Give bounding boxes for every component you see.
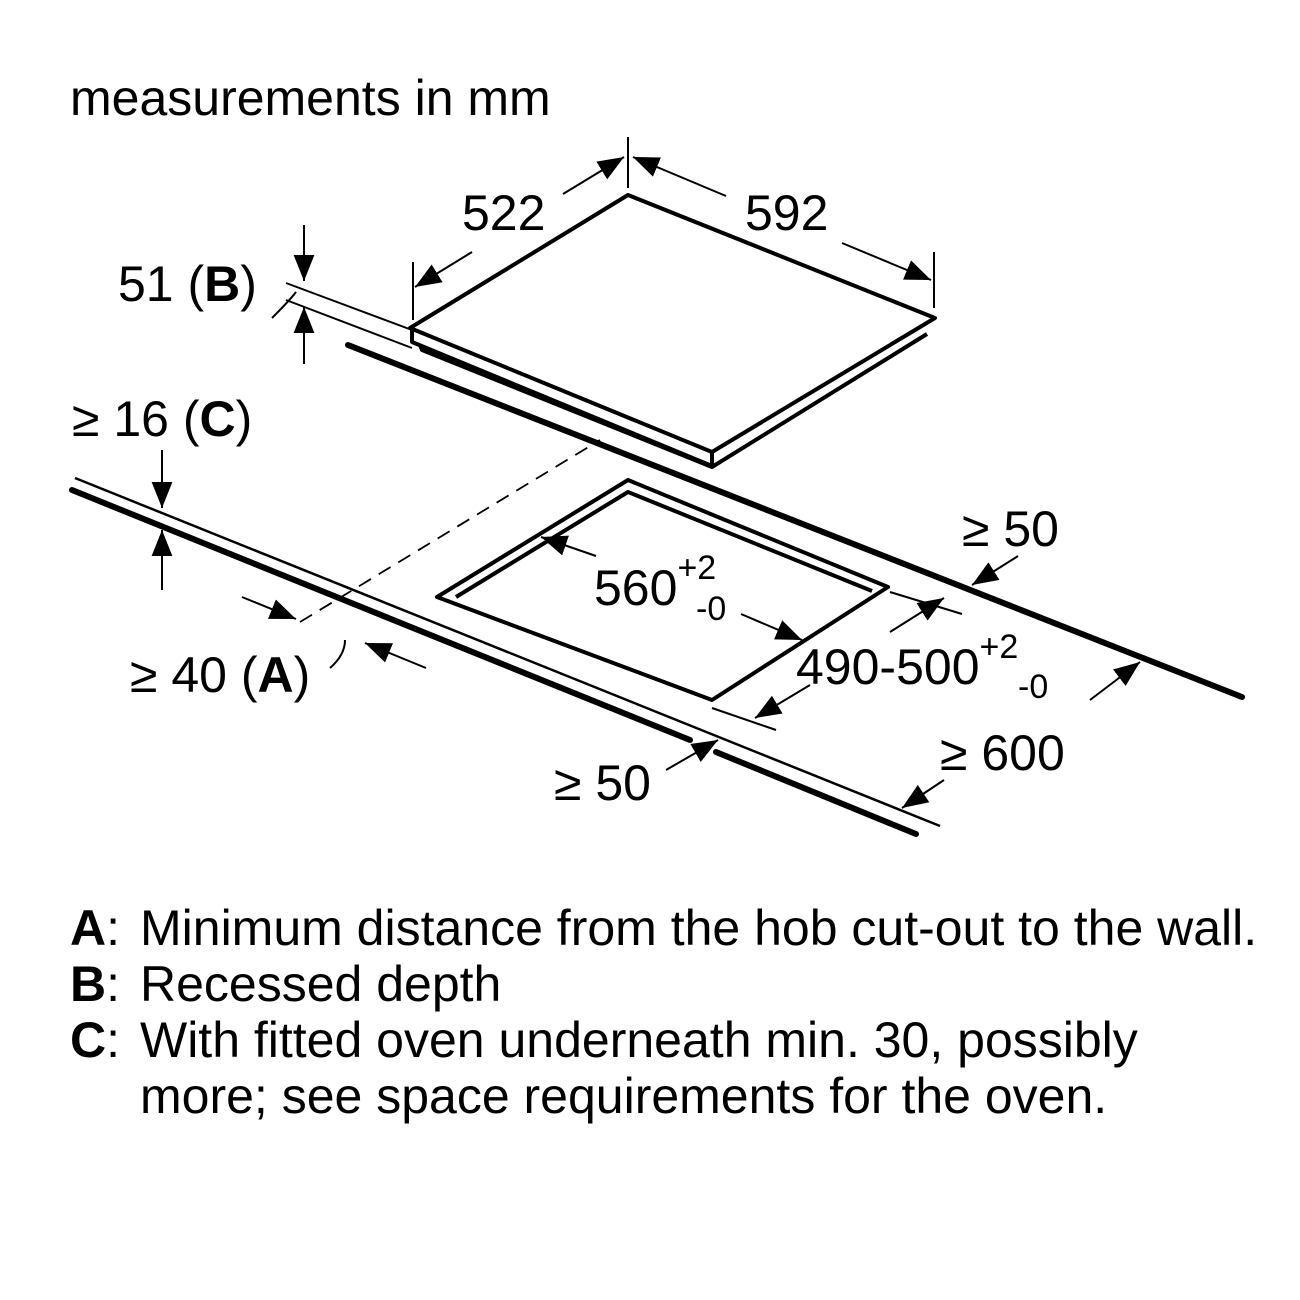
installation-diagram: measurements in mm 522 592 [69,70,1245,837]
measurements-unit-title: measurements in mm [70,70,551,126]
hob-depth-label: 522 [462,185,545,241]
legend-key: A [70,900,107,956]
cutout-width-label: 560+2 [594,549,716,616]
cutout-depth-label: 490-500+2 [796,628,1018,695]
legend: A: Minimum distance from the hob cut-out… [70,900,1270,1124]
dimension-lines-worktop-depth [901,661,1141,809]
worktop-front-edge [69,487,919,837]
legend-item-b: B: Recessed depth [70,956,1270,1012]
legend-item-c: C: With fitted oven underneath min. 30, … [70,1012,1270,1124]
cutout-width-tolerance-minus: -0 [696,590,726,628]
legend-key: C [70,1012,107,1068]
worktop-rear-edge [345,342,1245,700]
front-clearance-label: ≥ 50 [554,755,651,811]
dimension-lines-wall-distance [241,596,427,669]
dimension-lines-recess [271,225,413,364]
dimension-lines-cutout-width [540,535,803,641]
legend-text: With fitted oven underneath min. 30, pos… [140,1012,1138,1124]
cutout-depth-tolerance-minus: -0 [1018,668,1048,706]
hob-outline [408,193,937,469]
legend-key: B [70,956,107,1012]
dimension-lines-cutout-depth [711,591,963,731]
legend-item-a: A: Minimum distance from the hob cut-out… [70,900,1270,956]
wall-line [74,476,941,828]
dimension-lines-front-clearance [665,739,719,771]
hob-width-label: 592 [745,185,828,241]
cutout-outline [435,478,890,702]
dimension-lines-rear-clearance [971,555,1019,586]
recess-depth-label: 51 (B) [118,256,257,312]
legend-text: Minimum distance from the hob cut-out to… [140,900,1258,956]
rear-clearance-label: ≥ 50 [962,501,1059,557]
wall-distance-label: ≥ 40 (A) [130,647,310,703]
projection-dashed-line [299,439,601,623]
legend-text: Recessed depth [140,956,502,1012]
worktop-depth-label: ≥ 600 [940,725,1065,781]
oven-clearance-label: ≥ 16 (C) [72,391,252,447]
dimension-lines-hob [412,137,935,320]
